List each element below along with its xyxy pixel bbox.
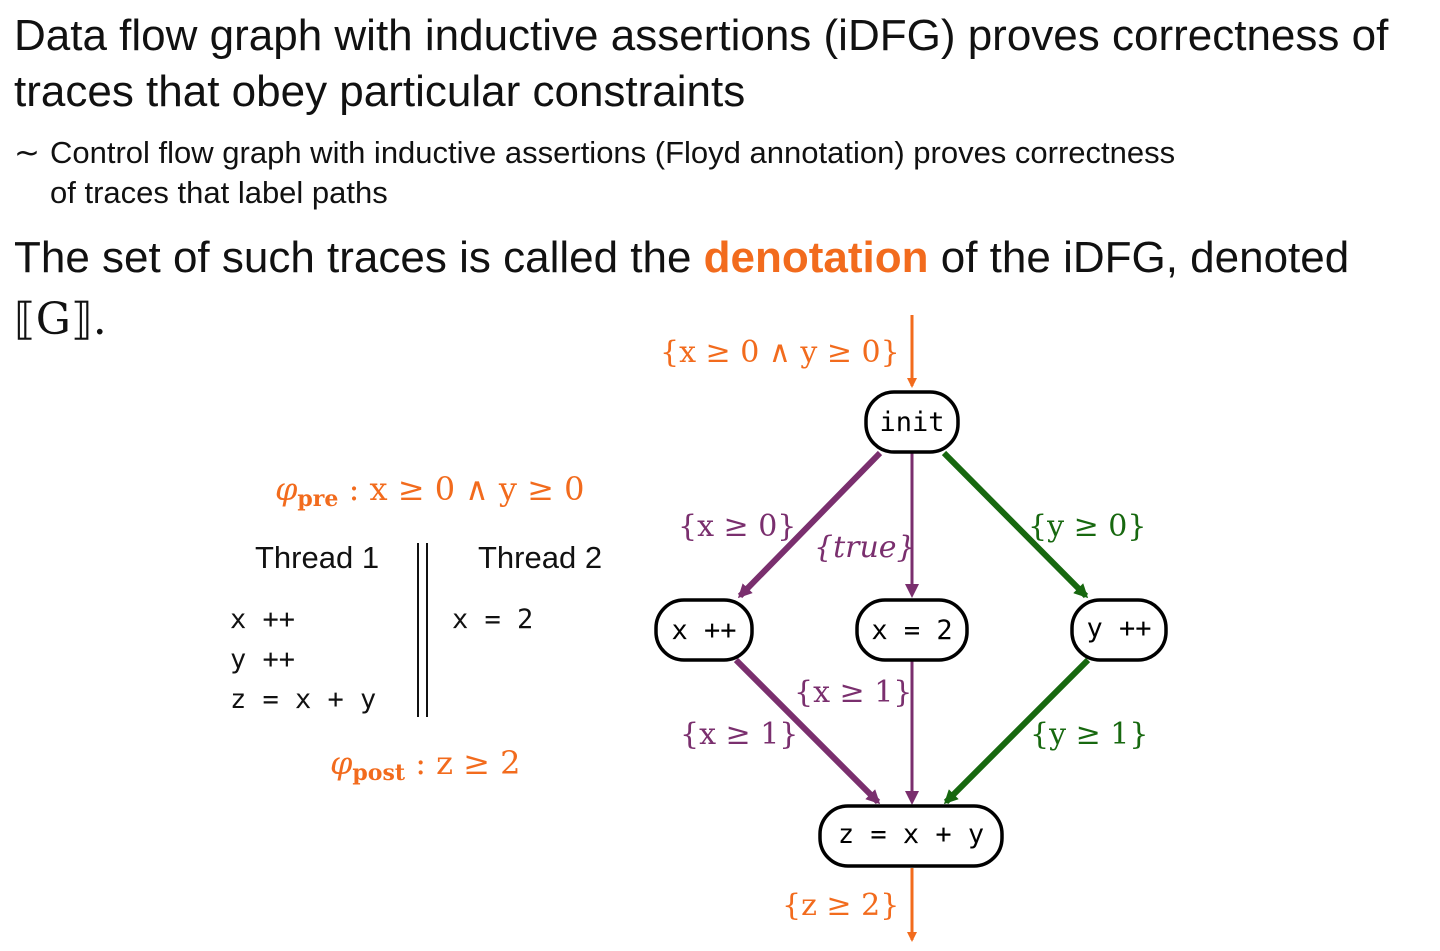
analogy-line-2: of traces that label paths bbox=[50, 175, 388, 210]
node-x-increment-label: x ++ bbox=[671, 615, 736, 646]
pre-phi: φ bbox=[275, 470, 298, 508]
thread-1-line-1: x ++ bbox=[230, 604, 296, 635]
post-formula: : z ≥ 2 bbox=[405, 744, 521, 782]
pre-formula: : x ≥ 0 ∧ y ≥ 0 bbox=[338, 470, 585, 508]
node-init-label: init bbox=[879, 407, 944, 438]
post-phi: φ bbox=[330, 744, 353, 782]
analogy-line-1: Control flow graph with inductive assert… bbox=[50, 135, 1176, 170]
edge-init-xinc bbox=[737, 450, 883, 599]
postcondition: φpost : z ≥ 2 bbox=[330, 744, 521, 786]
node-z-sum-label: z = x + y bbox=[838, 819, 984, 850]
node-y-increment-label: y ++ bbox=[1086, 613, 1151, 644]
label-init-yinc: {y ≥ 0} bbox=[1028, 509, 1146, 544]
thread-1-line-2: y ++ bbox=[230, 644, 296, 675]
denotation-after: of the iDFG, denoted bbox=[928, 233, 1350, 282]
thread-1-title: Thread 1 bbox=[255, 540, 380, 575]
node-y-increment: y ++ bbox=[1070, 598, 1168, 662]
label-yinc-zsum: {y ≥ 1} bbox=[1030, 717, 1148, 752]
denotation-before: The set of such traces is called the bbox=[14, 233, 704, 282]
thread-1-line-3: z = x + y bbox=[230, 684, 377, 715]
parallel-separator bbox=[417, 543, 428, 717]
label-xinc-zsum: {x ≥ 1} bbox=[680, 717, 798, 752]
edge-xinc-zsum bbox=[733, 657, 881, 805]
thread-2-title: Thread 2 bbox=[478, 540, 603, 575]
denotation-notation: ⟦G⟧. bbox=[14, 294, 107, 345]
heading-line-1: Data flow graph with inductive assertion… bbox=[14, 11, 1389, 60]
pre-subscript: pre bbox=[297, 486, 339, 512]
post-subscript: post bbox=[352, 760, 406, 786]
label-init-xinc: {x ≥ 0} bbox=[678, 509, 796, 544]
analogy-symbol: ∼ bbox=[14, 135, 40, 170]
node-x-increment: x ++ bbox=[654, 598, 754, 662]
denotation-term: denotation bbox=[703, 233, 929, 282]
precondition: φpre : x ≥ 0 ∧ y ≥ 0 bbox=[275, 470, 584, 512]
heading-line-2: traces that obey particular constraints bbox=[14, 67, 746, 116]
node-z-sum: z = x + y bbox=[818, 804, 1004, 868]
thread-2-line-1: x = 2 bbox=[452, 604, 534, 635]
label-init-xassign: {true} bbox=[814, 530, 916, 565]
edge-init-yinc bbox=[941, 450, 1089, 599]
edge-yinc-zsum bbox=[943, 657, 1091, 805]
exit-assertion: {z ≥ 2} bbox=[782, 888, 899, 923]
label-xassign-zsum: {x ≥ 1} bbox=[794, 675, 912, 710]
node-x-assign: x = 2 bbox=[855, 598, 969, 662]
node-init: init bbox=[864, 390, 960, 454]
denotation-sentence: The set of such traces is called the den… bbox=[14, 230, 1349, 286]
entry-assertion: {x ≥ 0 ∧ y ≥ 0} bbox=[660, 335, 900, 370]
node-x-assign-label: x = 2 bbox=[871, 615, 952, 646]
